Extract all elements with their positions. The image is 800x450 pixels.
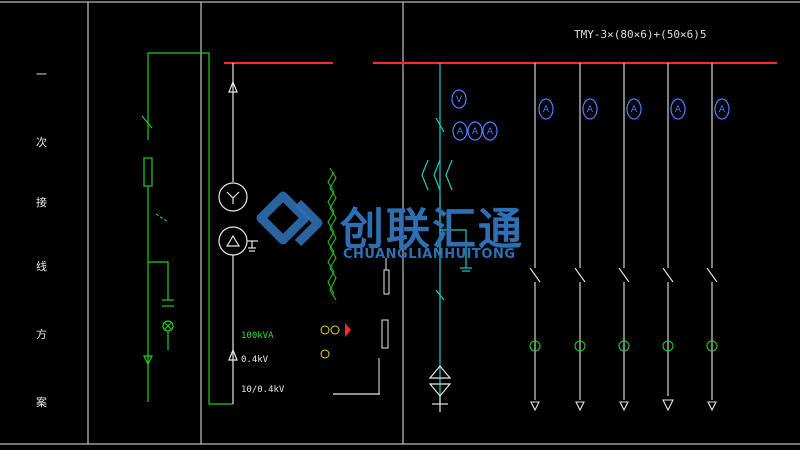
feeder-meter-label: A: [587, 105, 594, 115]
incoming-feeder: [421, 63, 472, 404]
transformer-branch: [218, 63, 380, 404]
busbar-label: TMY-3×(80×6)+(50×6)5: [574, 28, 707, 41]
title-char: 案: [36, 396, 47, 409]
fuse-stack: [378, 258, 390, 394]
ammeter-icon: [538, 98, 554, 120]
feeder-2: [574, 63, 586, 412]
watermark-logo: [256, 191, 323, 247]
transformer-voltage: 0.4kV: [241, 355, 269, 365]
incoming-meter-label: A: [457, 127, 464, 137]
transformer-capacity: 100kVA: [241, 331, 274, 341]
surge-arrester-symbol: [428, 365, 452, 412]
incoming-meter-label: A: [487, 127, 494, 137]
feeder-meter-label: A: [675, 105, 682, 115]
feeder-1: [529, 63, 541, 412]
incoming-meter-label: V: [456, 95, 463, 105]
pt-metering-branch: [141, 52, 233, 405]
title-char: 一: [36, 68, 47, 81]
feeder-meter-label: A: [631, 105, 638, 115]
ammeter-icon-3: [482, 121, 498, 141]
title-char: 线: [36, 260, 47, 273]
ammeter-icon: [714, 98, 730, 120]
feeder-5: [706, 63, 718, 412]
transformer-ratio: 10/0.4kV: [241, 385, 285, 395]
ammeter-icon-2: [467, 121, 483, 141]
incoming-meter-label: A: [472, 127, 479, 137]
watermark-title: 创联汇通: [340, 204, 524, 255]
feeder-meters: [538, 98, 730, 120]
watermark-subtitle: CHUANGLIANHUITONG: [343, 247, 516, 262]
feeder-4: [662, 63, 674, 412]
title-char: 方: [36, 328, 47, 341]
incoming-meters: [451, 89, 498, 141]
feeder-meter-label: A: [719, 105, 726, 115]
ammeter-icon-1: [452, 121, 468, 141]
ammeter-icon: [670, 98, 686, 120]
indicator-lamps: [320, 323, 351, 359]
feeder-meter-label: A: [543, 105, 550, 115]
ammeter-icon: [582, 98, 598, 120]
title-char: 次: [36, 136, 47, 149]
outgoing-feeders: [529, 63, 718, 412]
ammeter-icon: [626, 98, 642, 120]
voltmeter-icon: [451, 89, 467, 109]
arrester-branch: [327, 167, 337, 301]
feeder-3: [618, 63, 630, 412]
title-char: 接: [36, 196, 47, 209]
